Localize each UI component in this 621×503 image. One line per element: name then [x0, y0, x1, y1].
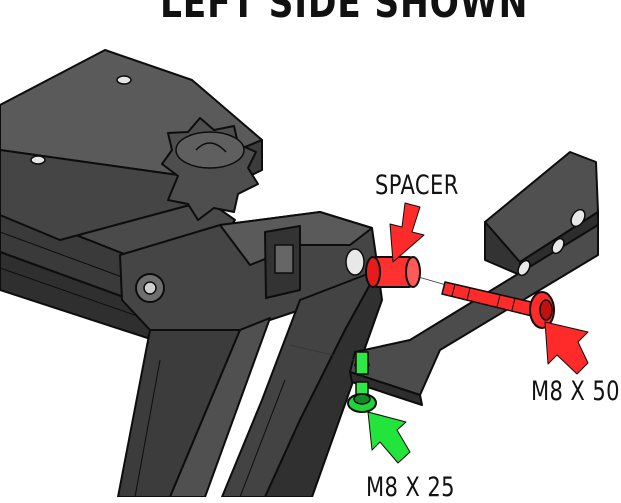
star-knob — [161, 117, 259, 221]
clamp-screw-head — [135, 273, 165, 303]
spacer-part — [365, 256, 421, 288]
bolt-m8x25-label: M8 X 25 — [366, 472, 455, 503]
bolt-m8x50-label: M8 X 50 — [531, 376, 620, 407]
arrow-icon — [367, 411, 411, 464]
bolt-m8x50 — [441, 281, 555, 329]
arrow-icon — [389, 202, 425, 263]
page-title: LEFT SIDE SHOWN — [160, 0, 529, 27]
bolt-m8x25 — [347, 351, 377, 413]
arrow-icon — [544, 321, 589, 375]
spacer-label: SPACER — [375, 170, 459, 201]
